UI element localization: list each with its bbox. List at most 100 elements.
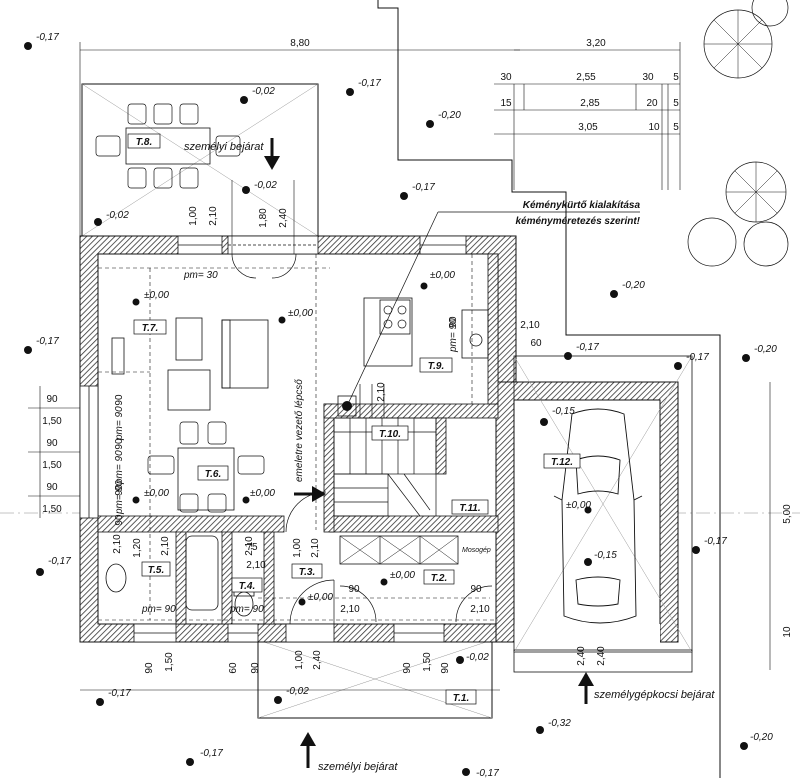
floor-level-text: ±0,00 — [144, 290, 169, 301]
kitchen-sink — [469, 333, 483, 347]
cabinet-x — [419, 535, 459, 565]
pm90-kitchen-label: pm= 90 — [448, 318, 459, 353]
terrace-table — [125, 127, 211, 165]
room-tag-box — [451, 499, 489, 515]
dim-t4-75: 75 — [246, 542, 258, 553]
dim-row1-b: 2,55 — [576, 72, 596, 83]
level-text: -0,17 — [686, 352, 709, 363]
tv-cabinet — [111, 337, 125, 375]
garage-door-opening — [514, 624, 660, 644]
dim-t2-90: 90 — [470, 584, 482, 595]
level-text: -0,17 — [36, 336, 59, 347]
room-tag-box — [127, 133, 161, 149]
chimney — [337, 395, 357, 417]
wall-bath-left — [175, 529, 187, 625]
room-tag-t11: T.11. — [459, 503, 480, 514]
room-tag-box — [197, 465, 229, 481]
pm90-t5-label: pm= 90 — [141, 604, 176, 615]
level-text: -0,17 — [48, 556, 71, 567]
chimney-note-line1: Kéménykürtő kialakítása — [523, 200, 641, 211]
door-swing — [289, 579, 335, 625]
wall-hall-south — [329, 515, 499, 533]
level-text: -0,20 — [754, 344, 777, 355]
level-text: -0,20 — [750, 732, 773, 743]
room-tag-box — [543, 453, 581, 469]
door-swing — [455, 585, 493, 623]
plot-boundary-line — [377, 0, 721, 778]
dim-row1-d: 5 — [673, 72, 679, 83]
room-tag-box — [231, 577, 263, 593]
dim-lobby-2-10: 2,10 — [112, 534, 123, 554]
level-text: -0,17 — [36, 32, 59, 43]
dim-bottom-2: 1,50 — [164, 652, 175, 672]
dim-terrace-1-80: 1,80 — [258, 208, 269, 228]
floor-level-text: ±0,00 — [308, 592, 333, 603]
floor-level-text: ±0,00 — [430, 270, 455, 281]
room-tag-box — [371, 425, 409, 441]
door-swing — [231, 253, 257, 279]
washbasin — [105, 563, 127, 593]
dim-left-3: 90 — [46, 438, 58, 449]
level-text: -0,32 — [548, 718, 571, 729]
dim-kitchen-60: 60 — [530, 338, 542, 349]
room-tag-t2: T.2. — [431, 573, 447, 584]
room-tag-box — [141, 561, 171, 577]
personal-entrance-top-label: személyi bejárat — [184, 141, 264, 153]
dim-bottom-4: 90 — [250, 662, 261, 674]
chimney-note-line2: kéményméretezés szerint! — [515, 216, 640, 227]
entrance-door-opening — [285, 623, 335, 643]
level-text: -0,15 — [594, 550, 617, 561]
dim-bath-2-10: 2,10 — [160, 536, 171, 556]
level-text: -0,17 — [200, 748, 223, 759]
cabinet-x — [379, 535, 421, 565]
driveway — [513, 649, 693, 673]
room-tag-t12: T.12. — [551, 457, 573, 468]
pm90-living-b-label: pm= 90 — [114, 450, 125, 485]
dim-stair-2-10: 2,10 — [376, 382, 387, 402]
room-tag-box — [291, 563, 323, 579]
dimension-lines — [28, 42, 771, 691]
floor-level-text: ±0,00 — [144, 488, 169, 499]
dim-win-1-20: 1,20 — [132, 538, 143, 558]
dim-bottom-6: 2,40 — [312, 650, 323, 670]
room-tag-t7: T.7. — [142, 323, 158, 334]
pm90-t4-label: pm= 90 — [229, 604, 264, 615]
dim-terrace-2-10: 2,10 — [208, 206, 219, 226]
dim-row2-a: 15 — [500, 98, 512, 109]
floor-level-text: ±0,00 — [566, 500, 591, 511]
entrance-platform-diagonal — [257, 639, 493, 719]
tree-symbols — [687, 0, 789, 267]
level-text: -0,15 — [552, 406, 575, 417]
dim-win-90c: 90 — [114, 484, 125, 496]
dim-bottom-1: 90 — [144, 662, 155, 674]
mosogep-label: Mosogép — [462, 547, 491, 554]
armchair — [167, 369, 211, 411]
car — [553, 408, 643, 624]
laundry-cabinets — [339, 535, 459, 565]
dim-row2-d: 5 — [673, 98, 679, 109]
dining-table — [177, 447, 235, 511]
dim-left-6: 1,50 — [42, 504, 62, 515]
wall-pantry — [487, 253, 499, 405]
level-text: -0,17 — [704, 536, 727, 547]
dim-kitchen-2-10: 2,10 — [520, 320, 540, 331]
dim-bottom-7: 90 — [402, 662, 413, 674]
room-tag-box — [423, 569, 455, 585]
staircase — [333, 384, 437, 517]
pm90-living-c-label: pm= 90 — [114, 480, 125, 515]
room-tag-t5: T.5. — [148, 565, 164, 576]
upstairs-label: emeletre vezető lépcső — [294, 379, 305, 482]
dim-row3-c: 5 — [673, 122, 679, 133]
garage-roof-diagonal — [513, 355, 693, 653]
dim-t2-2-10: 2,10 — [470, 604, 490, 615]
floor-level-text: ±0,00 — [390, 570, 415, 581]
wall-stair-right — [435, 417, 447, 475]
dim-bottom-10: 2,40 — [576, 646, 587, 666]
dim-row1-a: 30 — [500, 72, 512, 83]
chimney-leader-line — [346, 211, 439, 407]
room-tag-t6: T.6. — [205, 469, 221, 480]
door-swing — [339, 585, 377, 623]
level-text: -0,17 — [476, 768, 499, 778]
room-tag-t8: T.8. — [136, 137, 152, 148]
room-tag-box — [133, 319, 167, 335]
